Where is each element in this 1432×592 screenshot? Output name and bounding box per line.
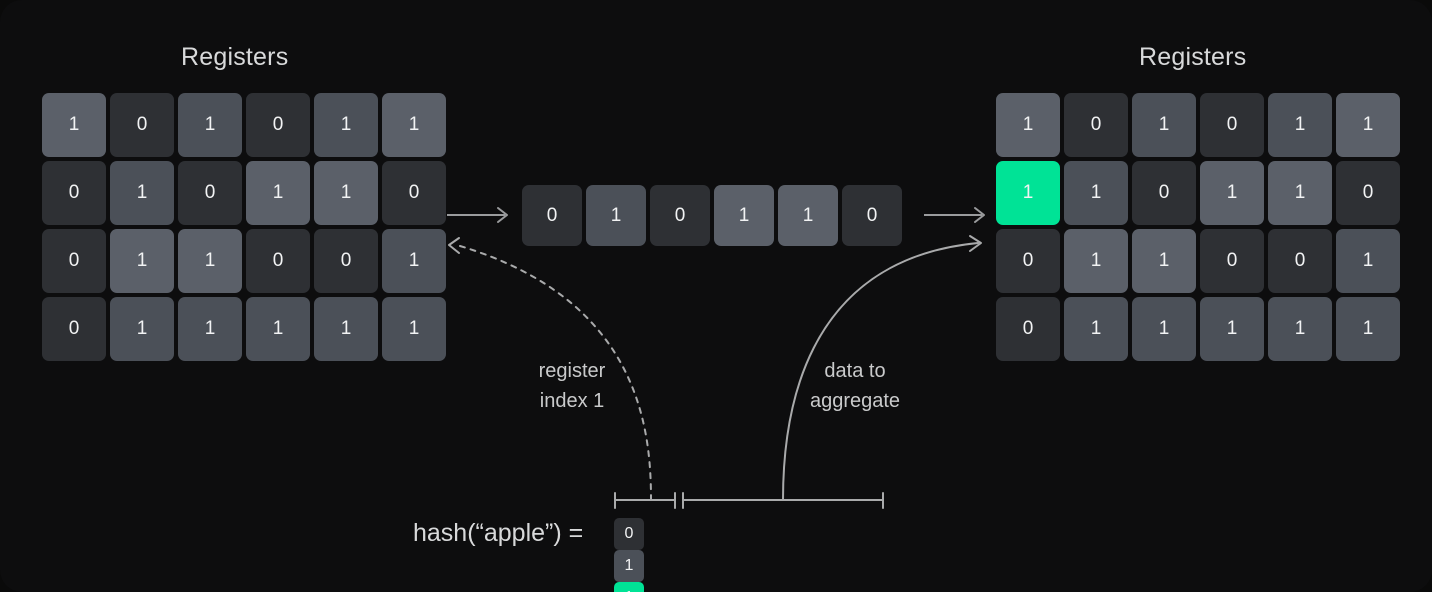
- register-cell: 0: [650, 185, 710, 246]
- register-cell: 0: [42, 297, 106, 361]
- annotation-register-index-line2: index 1: [539, 390, 605, 412]
- register-cell: 0: [1200, 93, 1264, 157]
- register-cell: 0: [1268, 229, 1332, 293]
- register-cell: 1: [1336, 229, 1400, 293]
- register-cell: 1: [382, 93, 446, 157]
- register-cell: 1: [314, 297, 378, 361]
- register-cell: 0: [246, 229, 310, 293]
- register-cell: 1: [246, 297, 310, 361]
- register-cell: 0: [842, 185, 902, 246]
- arrow-left-to-middle: [447, 207, 508, 223]
- register-cell: 0: [522, 185, 582, 246]
- arrow-middle-to-right: [924, 207, 985, 223]
- register-cell: 0: [996, 297, 1060, 361]
- register-cell: 1: [246, 161, 310, 225]
- register-cell: 0: [42, 161, 106, 225]
- register-cell: 1: [178, 229, 242, 293]
- register-cell: 1: [178, 297, 242, 361]
- register-cell: 1: [382, 297, 446, 361]
- register-cell: 1: [1064, 297, 1128, 361]
- register-cell-highlighted: 1: [614, 582, 644, 592]
- annotation-register-index: register index 1: [513, 356, 631, 416]
- register-cell: 1: [1336, 297, 1400, 361]
- hash-span-brackets: [614, 492, 884, 509]
- register-cell: 0: [178, 161, 242, 225]
- register-cell: 1: [714, 185, 774, 246]
- left-registers-title: Registers: [181, 43, 289, 71]
- register-cell: 0: [614, 518, 644, 550]
- register-cell: 0: [110, 93, 174, 157]
- register-cell: 0: [1336, 161, 1400, 225]
- register-cell: 1: [1200, 297, 1264, 361]
- annotation-data-line2: aggregate: [809, 390, 901, 412]
- register-cell: 1: [1268, 161, 1332, 225]
- register-cell: 1: [1200, 161, 1264, 225]
- register-cell: 1: [110, 161, 174, 225]
- register-cell-highlighted: 1: [996, 161, 1060, 225]
- register-cell: 0: [1064, 93, 1128, 157]
- register-cell: 1: [1336, 93, 1400, 157]
- register-cell: 1: [1268, 297, 1332, 361]
- register-cell: 0: [1200, 229, 1264, 293]
- annotation-data-to-aggregate: data to aggregate: [795, 356, 915, 416]
- register-cell: 1: [110, 229, 174, 293]
- register-cell: 0: [382, 161, 446, 225]
- annotation-data-line1: data to: [824, 360, 886, 382]
- register-cell: 1: [1132, 297, 1196, 361]
- register-cell: 1: [996, 93, 1060, 157]
- register-cell: 1: [314, 93, 378, 157]
- register-cell: 1: [778, 185, 838, 246]
- register-cell: 1: [42, 93, 106, 157]
- register-cell: 1: [1132, 229, 1196, 293]
- register-cell: 1: [382, 229, 446, 293]
- hash-bit-row: 01110001: [614, 518, 647, 592]
- hash-expression-label: hash(“apple”) =: [413, 519, 584, 547]
- register-cell: 1: [314, 161, 378, 225]
- register-cell: 1: [1268, 93, 1332, 157]
- register-cell: 1: [110, 297, 174, 361]
- register-cell: 0: [42, 229, 106, 293]
- register-cell: 0: [996, 229, 1060, 293]
- register-cell: 1: [586, 185, 646, 246]
- register-cell: 1: [1132, 93, 1196, 157]
- register-cell: 0: [246, 93, 310, 157]
- right-registers-title: Registers: [1139, 43, 1247, 71]
- register-cell: 1: [1064, 229, 1128, 293]
- register-cell: 0: [314, 229, 378, 293]
- register-cell: 0: [1132, 161, 1196, 225]
- annotation-register-index-line1: register: [538, 360, 606, 382]
- register-cell: 1: [614, 550, 644, 582]
- register-cell: 1: [1064, 161, 1128, 225]
- register-row: 01110001: [614, 518, 647, 592]
- register-cell: 1: [178, 93, 242, 157]
